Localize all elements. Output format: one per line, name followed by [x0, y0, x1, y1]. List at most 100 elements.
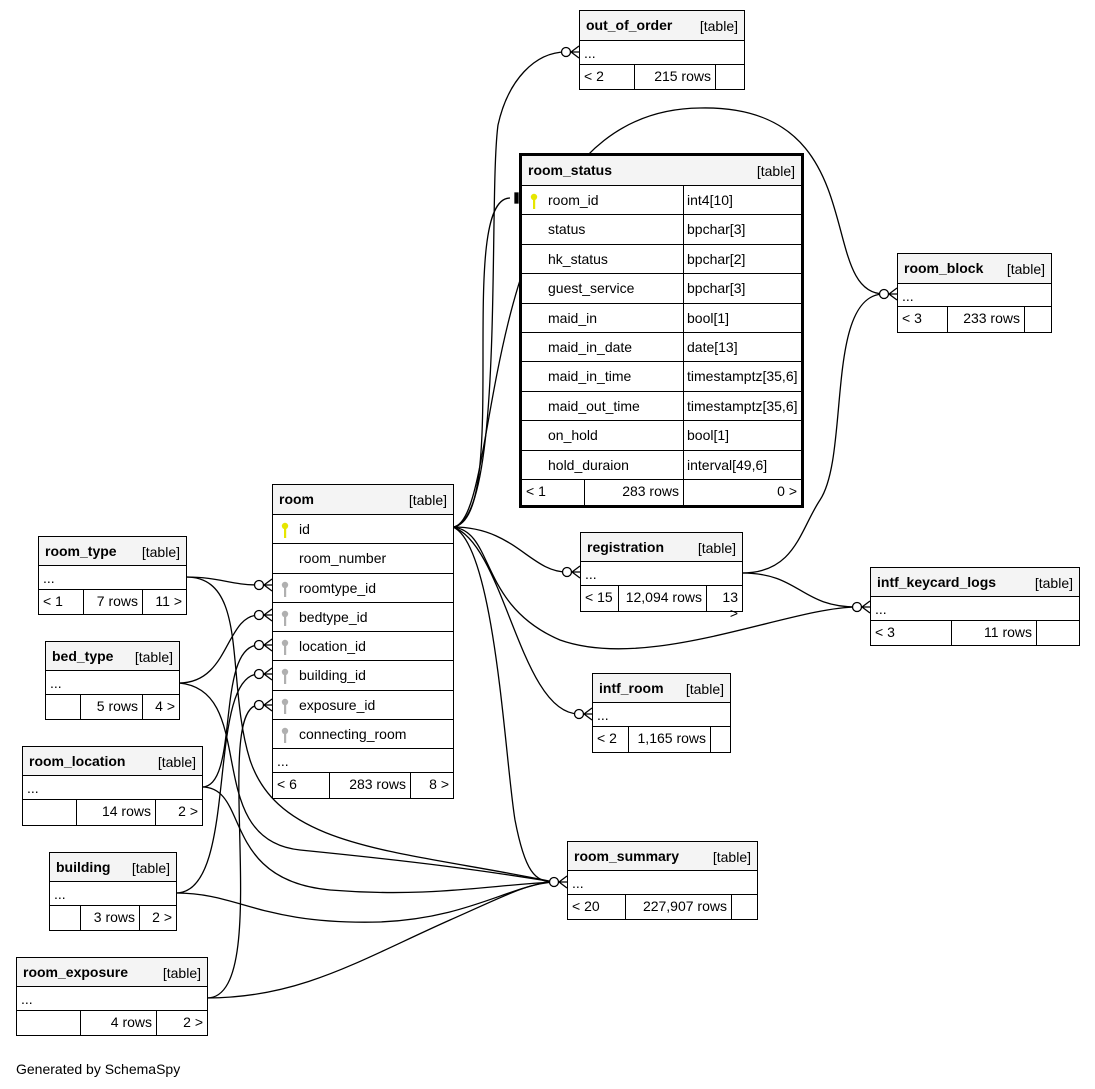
table-name[interactable]: room_block [904, 260, 984, 276]
table-kind: [table] [157, 754, 196, 770]
table-name[interactable]: room_exposure [23, 964, 129, 980]
column-row[interactable]: maid_in_date date[13] [522, 332, 801, 363]
edge-building-room_summary [175, 881, 555, 923]
edge-room_location-room_summary [201, 786, 555, 894]
foreign-key-icon [280, 727, 290, 744]
collapsed-columns[interactable]: ... [581, 562, 742, 586]
one-marker-icon [514, 192, 519, 204]
column-row[interactable]: exposure_id [273, 691, 453, 721]
collapsed-columns[interactable]: ... [871, 597, 1079, 621]
edge-room_exposure-room [206, 704, 260, 999]
column-row[interactable]: hk_status bpchar[2] [522, 244, 801, 275]
column-row[interactable]: status bpchar[3] [522, 215, 801, 245]
table-room_status[interactable]: room_status [table] room_id int4[10] sta… [519, 153, 804, 508]
ellipsis: ... [277, 753, 289, 770]
table-header: intf_room [table] [593, 674, 730, 703]
table-name[interactable]: registration [587, 539, 665, 555]
collapsed-columns[interactable]: ... [39, 566, 186, 590]
table-name[interactable]: room_summary [574, 848, 680, 864]
collapsed-columns[interactable]: ... [580, 41, 744, 65]
table-footer: < 3 11 rows [871, 621, 1079, 645]
row-count: 11 rows [951, 621, 1036, 645]
parent-count: < 2 [597, 730, 617, 746]
table-header: room_location [table] [23, 747, 202, 776]
column-type: timestamptz[35,6] [683, 391, 798, 421]
foreign-key-icon [280, 698, 290, 714]
table-kind: [table] [1034, 575, 1073, 591]
column-row[interactable]: maid_in_time timestamptz[35,6] [522, 362, 801, 392]
column-type: bpchar[3] [683, 274, 745, 303]
crows-foot-icon [573, 707, 593, 721]
collapsed-columns[interactable]: ... [50, 882, 176, 906]
table-kind: [table] [1006, 261, 1045, 277]
edge-room-registration [452, 526, 568, 573]
table-intf_keycard_logs[interactable]: intf_keycard_logs [table]... < 3 11 rows [870, 567, 1080, 646]
table-name[interactable]: room_status [528, 162, 613, 178]
collapsed-columns[interactable]: ... [898, 284, 1051, 307]
crows-foot-icon [253, 578, 273, 592]
table-name[interactable]: intf_keycard_logs [877, 574, 997, 590]
table-name[interactable]: room_location [29, 753, 126, 769]
column-row[interactable]: guest_service bpchar[3] [522, 274, 801, 304]
table-out_of_order[interactable]: out_of_order [table]... < 2 215 rows [579, 10, 745, 90]
collapsed-columns[interactable]: ... [17, 987, 207, 1011]
primary-key-icon [280, 522, 290, 538]
table-header: room [table] [273, 485, 453, 515]
table-name[interactable]: intf_room [599, 680, 664, 696]
column-row[interactable]: building_id [273, 661, 453, 691]
table-room_type[interactable]: room_type [table]... < 1 7 rows 11 > [38, 536, 187, 615]
column-row[interactable]: connecting_room [273, 720, 453, 750]
ellipsis: ... [21, 991, 33, 1007]
crows-foot-icon [851, 600, 871, 614]
column-row[interactable]: maid_in bool[1] [522, 303, 801, 333]
table-name[interactable]: room_type [45, 543, 117, 559]
column-row[interactable]: bedtype_id [273, 603, 453, 633]
ellipsis: ... [54, 886, 66, 902]
table-kind: [table] [756, 163, 795, 179]
child-count: 2 > [155, 800, 202, 825]
column-type: date[13] [683, 332, 738, 362]
column-name: maid_out_time [548, 397, 640, 414]
row-count: 12,094 rows [618, 586, 706, 611]
column-row[interactable]: id [273, 515, 453, 545]
column-row[interactable]: roomtype_id [273, 574, 453, 603]
table-name[interactable]: out_of_order [586, 17, 673, 33]
column-name: maid_in [548, 309, 598, 326]
edge-bed_type-room_summary [178, 682, 555, 883]
column-row[interactable]: room_id int4[10] [522, 186, 801, 216]
collapsed-columns[interactable]: ... [593, 703, 730, 727]
collapsed-columns[interactable]: ... [46, 671, 179, 695]
table-room_block[interactable]: room_block [table]... < 3 233 rows [897, 253, 1052, 333]
table-kind: [table] [685, 681, 724, 697]
child-count: 0 > [683, 479, 801, 505]
column-name: room_number [299, 550, 387, 567]
table-name[interactable]: room [279, 491, 314, 507]
table-room_exposure[interactable]: room_exposure [table]... 4 rows 2 > [16, 957, 208, 1036]
column-row[interactable]: room_number [273, 544, 453, 574]
edge-room_type-room_summary [185, 576, 555, 883]
table-building[interactable]: building [table]... 3 rows 2 > [49, 852, 177, 931]
column-row[interactable]: on_hold bool[1] [522, 421, 801, 451]
table-footer: 5 rows 4 > [46, 695, 179, 719]
table-intf_room[interactable]: intf_room [table]... < 2 1,165 rows [592, 673, 731, 753]
collapsed-columns[interactable]: ... [23, 776, 202, 800]
crows-foot-icon [253, 608, 273, 622]
table-footer: < 3 233 rows [898, 307, 1051, 332]
table-registration[interactable]: registration [table]... < 15 12,094 rows… [580, 532, 743, 621]
foreign-key-icon [280, 668, 290, 685]
column-name: roomtype_id [299, 579, 377, 596]
table-kind: [table] [141, 544, 180, 560]
collapsed-columns[interactable]: ... [273, 749, 453, 774]
table-room_location[interactable]: room_location [table]... 14 rows 2 > [22, 746, 203, 826]
table-room_summary[interactable]: room_summary [table]... < 20 227,907 row… [567, 841, 758, 920]
table-room[interactable]: room [table] id room_number roomtype_id … [272, 484, 454, 800]
collapsed-columns[interactable]: ... [568, 871, 757, 895]
edge-building-room [175, 673, 260, 894]
table-name[interactable]: building [56, 859, 111, 875]
column-row[interactable]: location_id [273, 632, 453, 662]
table-name[interactable]: bed_type [52, 648, 114, 664]
table-bed_type[interactable]: bed_type [table]... 5 rows 4 > [45, 641, 180, 720]
column-row[interactable]: maid_out_time timestamptz[35,6] [522, 391, 801, 422]
primary-key-icon [529, 193, 539, 209]
column-row[interactable]: hold_duraion interval[49,6] [522, 450, 801, 480]
